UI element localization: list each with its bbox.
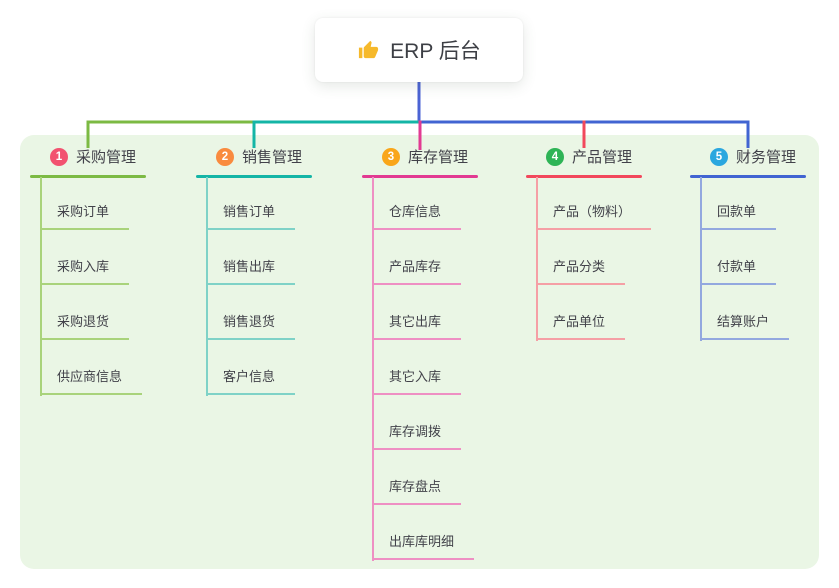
branch-2-underline — [196, 175, 312, 178]
child-label: 产品库存 — [389, 259, 442, 274]
child-label: 仓库信息 — [389, 204, 442, 219]
child-label: 其它出库 — [389, 314, 442, 329]
branch-5-index-badge: 5 — [710, 147, 728, 166]
branch-5-title[interactable]: 5 财务管理 — [690, 146, 796, 167]
child-node-2-4[interactable]: 客户信息 — [206, 369, 296, 395]
child-node-3-6[interactable]: 库存盘点 — [372, 479, 462, 505]
child-label: 产品分类 — [553, 259, 606, 274]
branch-4-vline — [536, 177, 538, 341]
branch-2-index-badge: 2 — [216, 147, 234, 166]
branch-1-vline — [40, 177, 42, 396]
thumbs-up-icon — [359, 40, 379, 58]
child-label: 库存盘点 — [389, 479, 442, 494]
branch-1-index-badge: 1 — [50, 147, 68, 166]
child-label: 销售订单 — [223, 204, 276, 219]
child-label: 付款单 — [717, 259, 757, 274]
branch-label: 库存管理 — [408, 149, 469, 166]
root-node[interactable]: ERP 后台 — [315, 18, 523, 82]
child-node-3-1[interactable]: 仓库信息 — [372, 204, 462, 230]
branch-3-title[interactable]: 3 库存管理 — [362, 146, 468, 167]
branch-1-underline — [30, 175, 146, 178]
child-node-3-7[interactable]: 出库库明细 — [372, 534, 475, 560]
child-node-1-1[interactable]: 采购订单 — [40, 204, 130, 230]
child-node-4-2[interactable]: 产品分类 — [536, 259, 626, 285]
branch-label: 财务管理 — [736, 149, 797, 166]
branches-panel — [20, 135, 819, 569]
child-label: 销售退货 — [223, 314, 276, 329]
branch-label: 销售管理 — [242, 149, 303, 166]
child-node-1-4[interactable]: 供应商信息 — [40, 369, 143, 395]
child-label: 销售出库 — [223, 259, 276, 274]
child-node-4-1[interactable]: 产品（物料） — [536, 204, 652, 230]
child-label: 客户信息 — [223, 369, 276, 384]
child-node-4-3[interactable]: 产品单位 — [536, 314, 626, 340]
child-node-2-1[interactable]: 销售订单 — [206, 204, 296, 230]
branch-3-index-badge: 3 — [382, 147, 400, 166]
child-node-2-3[interactable]: 销售退货 — [206, 314, 296, 340]
child-label: 产品（物料） — [553, 204, 632, 219]
branch-3-underline — [362, 175, 478, 178]
branch-5-underline — [690, 175, 806, 178]
branch-5-vline — [700, 177, 702, 341]
child-node-3-3[interactable]: 其它出库 — [372, 314, 462, 340]
child-node-2-2[interactable]: 销售出库 — [206, 259, 296, 285]
child-label: 采购退货 — [57, 314, 110, 329]
branch-2-vline — [206, 177, 208, 396]
child-label: 库存调拨 — [389, 424, 442, 439]
branch-label: 采购管理 — [76, 149, 137, 166]
child-label: 采购入库 — [57, 259, 110, 274]
child-node-3-5[interactable]: 库存调拨 — [372, 424, 462, 450]
child-label: 出库库明细 — [389, 534, 455, 549]
branch-label: 产品管理 — [572, 149, 633, 166]
child-node-1-2[interactable]: 采购入库 — [40, 259, 130, 285]
branch-3-vline — [372, 177, 374, 561]
child-node-5-3[interactable]: 结算账户 — [700, 314, 790, 340]
branch-4-underline — [526, 175, 642, 178]
child-node-5-2[interactable]: 付款单 — [700, 259, 777, 285]
child-node-3-4[interactable]: 其它入库 — [372, 369, 462, 395]
child-node-1-3[interactable]: 采购退货 — [40, 314, 130, 340]
root-label: ERP 后台 — [390, 40, 481, 63]
child-label: 采购订单 — [57, 204, 110, 219]
child-label: 供应商信息 — [57, 369, 123, 384]
branch-1-title[interactable]: 1 采购管理 — [30, 146, 136, 167]
branch-2-title[interactable]: 2 销售管理 — [196, 146, 302, 167]
branch-4-title[interactable]: 4 产品管理 — [526, 146, 632, 167]
child-node-5-1[interactable]: 回款单 — [700, 204, 777, 230]
child-label: 回款单 — [717, 204, 757, 219]
child-label: 产品单位 — [553, 314, 606, 329]
child-node-3-2[interactable]: 产品库存 — [372, 259, 462, 285]
branch-4-index-badge: 4 — [546, 147, 564, 166]
child-label: 结算账户 — [717, 314, 770, 329]
child-label: 其它入库 — [389, 369, 442, 384]
